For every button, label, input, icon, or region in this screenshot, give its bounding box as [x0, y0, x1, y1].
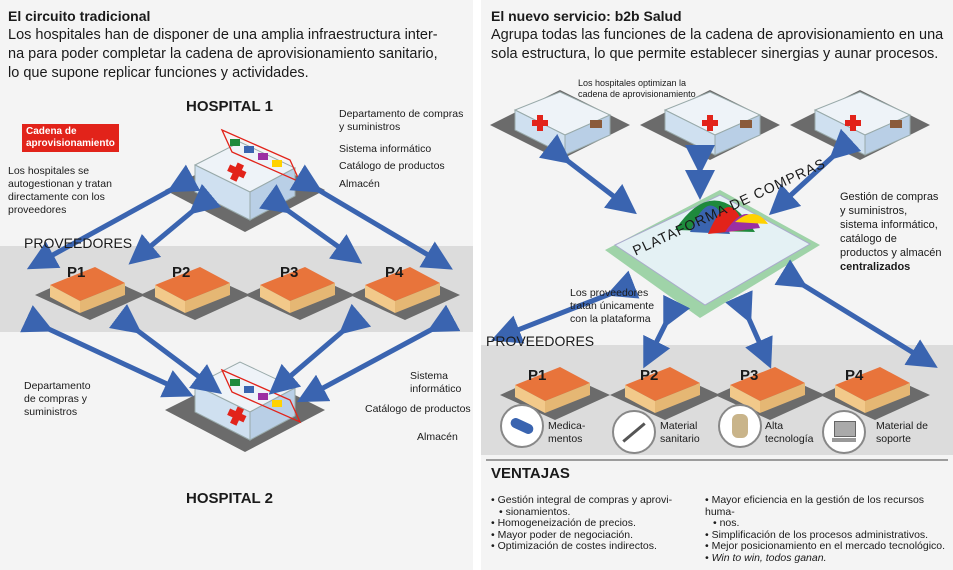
dept2-line-2: de compras y: [24, 393, 88, 405]
pill-icon: [500, 404, 544, 448]
hospital-1-title: HOSPITAL 1: [186, 98, 273, 115]
ventaja-left-4: Optimización de costes indirectos.: [491, 540, 701, 553]
category-4: Material de soporte: [876, 420, 928, 446]
optimizan-line-1: Los hospitales optimizan la: [578, 78, 687, 88]
ventajas-right-list: Mayor eficiencia en la gestión de los re…: [705, 494, 950, 565]
ventaja-right-2: Simplificación de los procesos administr…: [705, 529, 950, 542]
gestion-line-3: sistema informático,: [840, 219, 938, 231]
left-proveedores-label: PROVEEDORES: [24, 235, 133, 251]
hospital-1-building: [165, 128, 325, 232]
right-intro: Agrupa todas las funciones de la cadena …: [491, 26, 943, 64]
proveedores-note: Los proveedores tratan únicamente con la…: [570, 287, 654, 326]
category-1-line-1: Medica-: [548, 420, 586, 432]
chain-tag-line-2: aprovisionamiento: [26, 138, 115, 149]
ventaja-left-2: Homogeneización de precios.: [491, 517, 701, 530]
dept1-line-2: y suministros: [339, 121, 401, 133]
ventajas-title: VENTAJAS: [491, 465, 570, 482]
sistema1-label: Sistema informático: [339, 143, 432, 155]
left-heading: El circuito tradicional: [8, 8, 151, 24]
dept1-label: Departamento de compras y suministros: [339, 108, 463, 134]
category-4-line-2: soporte: [876, 433, 912, 445]
dept1-line-1: Departamento de compras: [339, 108, 464, 120]
hospital-2-title: HOSPITAL 2: [186, 490, 273, 507]
ventaja-left-1: Gestión integral de compras y aprovi-: [491, 494, 701, 507]
proveedores-note-line-2: tratan únicamente: [570, 300, 655, 312]
platform: [605, 190, 820, 318]
ventaja-left-3: Mayor poder de negociación.: [491, 529, 701, 542]
right-p1: P1: [528, 367, 547, 384]
dept2-line-1: Departamento: [24, 380, 91, 392]
right-intro-line-2: sola estructura, lo que permite establec…: [491, 46, 939, 62]
sistema2-label: Sistema informático: [410, 370, 461, 396]
autogestion-line-1: Los hospitales se: [8, 165, 90, 177]
sistema2-line-2: informático: [410, 383, 462, 395]
optimizan-line-2: cadena de aprovisionamiento: [578, 89, 696, 99]
dept2-line-3: suministros: [24, 406, 78, 418]
category-1: Medica- mentos: [548, 420, 585, 446]
category-3-line-1: Alta: [765, 420, 784, 432]
gestion-line-2: y suministros,: [840, 205, 908, 217]
right-arrows: [491, 128, 938, 369]
ventaja-left-1b: sionamientos.: [491, 506, 701, 519]
proveedores-note-line-1: Los proveedores: [570, 287, 649, 299]
category-2: Material sanitario: [660, 420, 700, 446]
left-p1: P1: [67, 264, 86, 281]
right-hospitals: [490, 90, 930, 160]
ventaja-right-1: Mayor eficiencia en la gestión de los re…: [705, 494, 950, 518]
left-intro: Los hospitales han de disponer de una am…: [8, 26, 438, 83]
gestion-line-1: Gestión de compras: [840, 191, 939, 203]
ventaja-right-3: Mejor posicionamiento en el mercado tecn…: [705, 540, 950, 553]
computer-icon: [822, 410, 866, 454]
category-4-line-1: Material de: [876, 420, 928, 432]
catalogo2-label: Catálogo de productos: [365, 403, 471, 415]
gestion-label: Gestión de compras y suministros, sistem…: [840, 190, 942, 274]
right-p2: P2: [640, 367, 659, 384]
ventaja-right-1b: nos.: [705, 517, 950, 530]
left-p2: P2: [172, 264, 191, 281]
autogestion-line-4: proveedores: [8, 204, 67, 216]
autogestion-line-3: directamente con los: [8, 191, 105, 203]
category-1-line-2: mentos: [548, 433, 583, 445]
category-3: Alta tecnología: [765, 420, 813, 446]
optimizan-label: Los hospitales optimizan la cadena de ap…: [578, 78, 696, 100]
gestion-line-4: catálogo de: [840, 233, 897, 245]
dept2-label: Departamento de compras y suministros: [24, 380, 91, 419]
left-intro-line-3: lo que supone replicar funciones y activ…: [8, 65, 309, 81]
autogestion-label: Los hospitales se autogestionan y tratan…: [8, 165, 112, 217]
left-intro-line-1: Los hospitales han de disponer de una am…: [8, 27, 438, 43]
right-proveedores-label: PROVEEDORES: [486, 333, 595, 349]
implant-icon: [718, 404, 762, 448]
left-p3: P3: [280, 264, 299, 281]
right-suppliers: [500, 367, 930, 420]
category-2-line-1: Material: [660, 420, 698, 432]
proveedores-note-line-3: con la plataforma: [570, 313, 651, 325]
ventajas-left-list: Gestión integral de compras y aprovi- si…: [491, 494, 701, 553]
almacen1-label: Almacén: [339, 178, 380, 190]
left-intro-line-2: na para poder completar la cadena de apr…: [8, 46, 438, 62]
chain-tag: Cadena de aprovisionamiento: [22, 124, 119, 152]
gestion-line-5: productos y almacén: [840, 247, 942, 259]
syringe-icon: [612, 410, 656, 454]
catalogo1-label: Catálogo de productos: [339, 160, 445, 172]
right-p3: P3: [740, 367, 759, 384]
right-p4: P4: [845, 367, 864, 384]
hospital-2-building: [165, 361, 325, 452]
left-p4: P4: [385, 264, 404, 281]
category-2-line-2: sanitario: [660, 433, 700, 445]
sistema2-line-1: Sistema: [410, 370, 448, 382]
gestion-centralizados: centralizados: [840, 261, 911, 273]
autogestion-line-2: autogestionan y tratan: [8, 178, 112, 190]
right-intro-line-1: Agrupa todas las funciones de la cadena …: [491, 27, 944, 43]
left-arrows: [20, 164, 461, 403]
almacen2-label: Almacén: [417, 431, 458, 443]
right-heading: El nuevo servicio: b2b Salud: [491, 8, 682, 24]
ventaja-right-4: Win to win, todos ganan.: [705, 552, 950, 565]
category-3-line-2: tecnología: [765, 433, 814, 445]
chain-tag-line-1: Cadena de: [26, 126, 77, 137]
